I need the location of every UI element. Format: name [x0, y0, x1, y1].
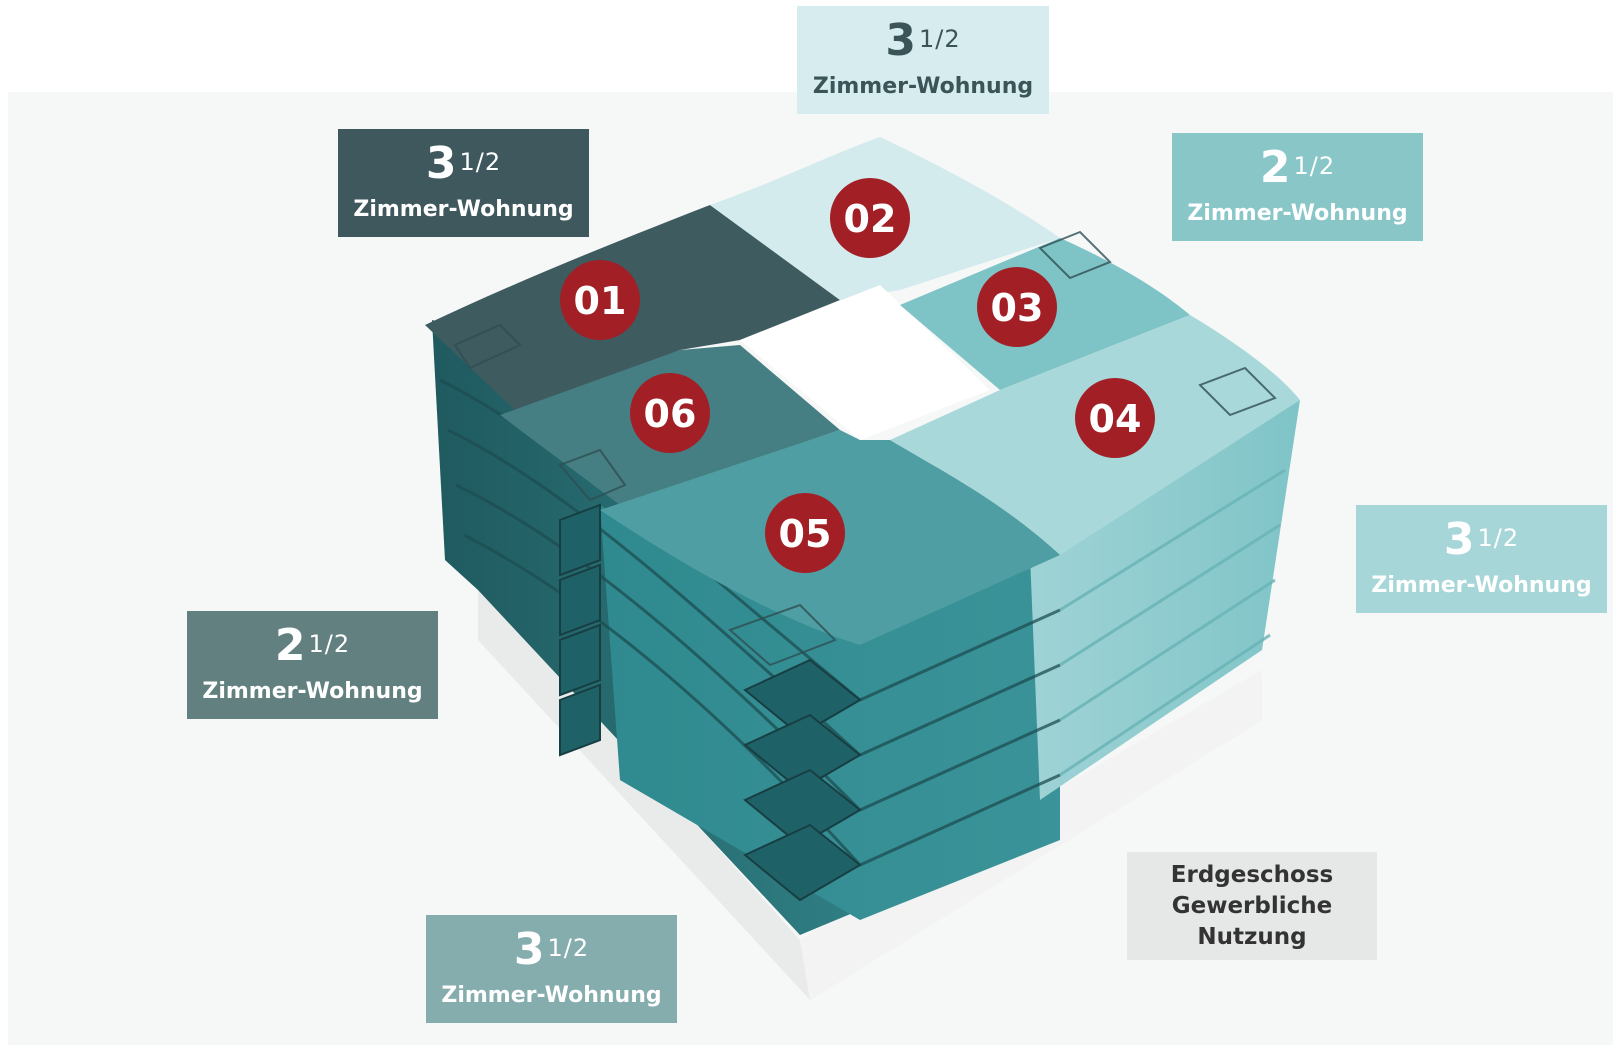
- badge-01-text: 01: [574, 279, 627, 323]
- badge-02: 02: [830, 178, 910, 258]
- unit-type: Zimmer-Wohnung: [812, 74, 1034, 99]
- courtyard: [740, 285, 990, 440]
- label-left: 21/2 Zimmer-Wohnung: [187, 611, 438, 719]
- ground-floor-label: Erdgeschoss Gewerbliche Nutzung: [1127, 852, 1377, 960]
- unit-badges: 01 02 03 04 05 06: [560, 178, 1155, 573]
- rooms-count: 21/2: [1259, 142, 1336, 193]
- badge-02-text: 02: [844, 197, 897, 241]
- ground-floor-line-3: Nutzung: [1197, 923, 1307, 950]
- rooms-count: 21/2: [274, 620, 351, 671]
- unit-type: Zimmer-Wohnung: [1187, 201, 1408, 226]
- badge-06: 06: [630, 373, 710, 453]
- unit-type: Zimmer-Wohnung: [441, 983, 662, 1008]
- label-right: 31/2 Zimmer-Wohnung: [1356, 505, 1607, 613]
- badge-06-text: 06: [644, 392, 697, 436]
- badge-03: 03: [977, 267, 1057, 347]
- rooms-count: 31/2: [885, 15, 961, 66]
- badge-03-text: 03: [991, 286, 1044, 330]
- facade-right: [1030, 400, 1300, 800]
- badge-01: 01: [560, 260, 640, 340]
- ground-floor-line-2: Gewerbliche: [1171, 892, 1333, 919]
- ground-floor-line-1: Erdgeschoss: [1170, 861, 1334, 888]
- badge-04: 04: [1075, 378, 1155, 458]
- floor-slabs-right: [1059, 468, 1286, 777]
- unit-type: Zimmer-Wohnung: [1371, 573, 1592, 598]
- badge-05-text: 05: [779, 512, 832, 556]
- unit-type: Zimmer-Wohnung: [353, 197, 574, 222]
- rooms-count: 31/2: [425, 138, 502, 189]
- rooms-count: 31/2: [513, 924, 590, 975]
- badge-05: 05: [765, 493, 845, 573]
- balconies: [559, 503, 862, 902]
- label-top-left: 31/2 Zimmer-Wohnung: [338, 129, 589, 237]
- badge-04-text: 04: [1089, 397, 1142, 441]
- unit-type: Zimmer-Wohnung: [202, 679, 423, 704]
- label-top-center: 31/2 Zimmer-Wohnung: [797, 6, 1049, 114]
- rooms-count: 31/2: [1443, 514, 1520, 565]
- label-top-right: 21/2 Zimmer-Wohnung: [1172, 133, 1423, 241]
- label-bottom: 31/2 Zimmer-Wohnung: [426, 915, 677, 1023]
